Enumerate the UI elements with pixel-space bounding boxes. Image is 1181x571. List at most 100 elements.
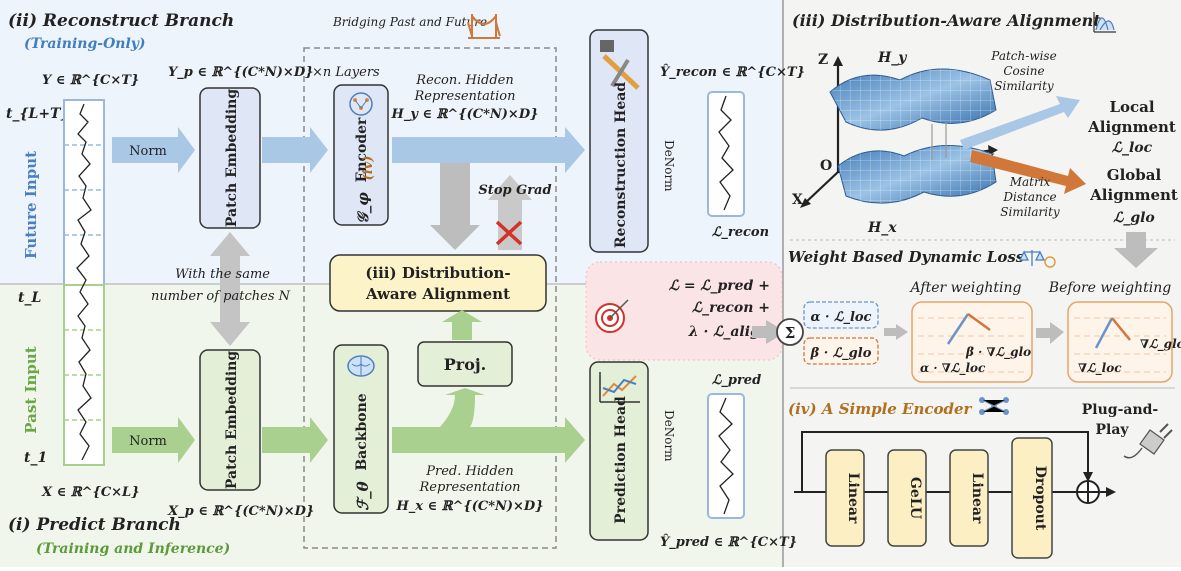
arrow-after-to-terms: [884, 324, 908, 340]
weight-panel-title: Weight Based Dynamic Loss: [788, 248, 1025, 266]
gelu-label: GeLU: [907, 477, 923, 519]
arrow-backbone-predhead: [392, 417, 585, 463]
prediction-head: [589, 361, 649, 541]
residual-connection: [801, 431, 1089, 492]
reconstruct-title: (ii) Reconstruct Branch: [8, 11, 234, 31]
matrix-dist-line1: Matrix: [1009, 175, 1051, 189]
patch-embedding-top: [199, 87, 261, 229]
alignment-box-line1: (iii) Distribution-: [365, 264, 510, 282]
t-l-label: t_L: [18, 290, 41, 306]
norm-arrow-top: [112, 127, 195, 173]
proj-label: Proj.: [444, 355, 487, 374]
encoder-panel-title: (iv) A Simple Encoder: [788, 400, 973, 418]
denorm-bottom: DeNorm: [662, 410, 676, 462]
sigma-node: [776, 318, 804, 346]
norm-label-top: Norm: [129, 144, 167, 159]
backbone-block: [333, 344, 389, 514]
pred-hidden-line1: Pred. Hidden: [425, 464, 513, 479]
recon-hidden-line1: Recon. Hidden: [415, 73, 513, 88]
encoder-block: [333, 84, 389, 226]
loss-recon-label: ℒ_recon: [712, 225, 769, 240]
before-grad-loc: ∇ℒ_loc: [1078, 361, 1122, 376]
stop-grad-arrow: [488, 175, 532, 250]
before-grad-glo: ∇ℒ_glo: [1140, 337, 1181, 352]
patch-cos-line1: Patch-wise: [990, 49, 1056, 63]
arrow-hy-to-align: [430, 163, 480, 250]
matrix-dist-line2: Distance: [1002, 190, 1056, 204]
total-loss-line1: ℒ = ℒ_pred +: [669, 278, 770, 294]
recon-hidden-line2: Representation: [413, 89, 515, 104]
target-icon: [595, 299, 629, 333]
arrow-global: [970, 150, 1086, 194]
pred-head-label: Prediction Head: [613, 396, 629, 524]
patch-embedding-bottom: [199, 349, 261, 491]
hx-label: H_x ∈ ℝ^{(C*N)×D}: [395, 499, 543, 514]
recon-output-series: [707, 91, 745, 217]
beta-glo-label: β · ℒ_glo: [810, 346, 872, 361]
axis-x-label: X: [792, 192, 803, 208]
t-top-label: t_{L+T}: [6, 106, 69, 122]
patch-cos-line2: Cosine: [1003, 64, 1044, 78]
same-patches-arrow: [210, 232, 250, 346]
local-line3: ℒ_loc: [1112, 140, 1153, 156]
distribution-icon: [1093, 12, 1116, 33]
origin-label: O: [820, 158, 832, 174]
xp-label: X_p ∈ ℝ^{(C*N)×D}: [167, 504, 314, 519]
local-line1: Local: [1109, 98, 1154, 116]
y-recon-label: Ŷ_recon ∈ ℝ^{C×T}: [660, 64, 805, 80]
arrow-to-weighting: [1114, 232, 1158, 268]
arrow-pe-encoder: [262, 127, 328, 173]
dropout-label: Dropout: [1032, 466, 1048, 531]
total-loss-line3: λ · ℒ_align: [688, 324, 770, 340]
encoder-network-icon: [349, 92, 373, 116]
after-beta-grad: β · ∇ℒ_glo: [965, 345, 1031, 360]
reconstruct-subtitle: (Training-Only): [24, 36, 146, 52]
before-weighting-box: [1067, 301, 1173, 383]
alpha-loc-label: α · ℒ_loc: [811, 310, 872, 325]
plug-line1: Plug-and-: [1082, 402, 1159, 418]
hy-label: H_y ∈ ℝ^{(C*N)×D}: [391, 107, 539, 122]
loss-pred-label: ℒ_pred: [712, 373, 761, 388]
pred-hidden-line2: Representation: [418, 480, 520, 495]
before-weighting-label: Before weighting: [1048, 280, 1171, 296]
encoder-symbol: 𝒢_φ: [354, 192, 372, 224]
local-line2: Alignment: [1087, 118, 1176, 136]
plug-icon: [1123, 423, 1173, 459]
recon-head-label: Reconstruction Head: [613, 82, 629, 248]
before-grad-glo-arrow: [1111, 317, 1131, 341]
beta-glo-box: [803, 337, 879, 365]
after-alpha-grad: α · ∇ℒ_loc: [920, 361, 986, 376]
stop-grad-x: [495, 220, 523, 246]
same-patches-line1: With the same: [175, 267, 270, 282]
patch-cos-line3: Similarity: [994, 79, 1054, 93]
arrow-sigma-to-loss: [752, 320, 786, 344]
linear-block-2: [949, 449, 989, 547]
patch-embedding-bottom-label: Patch Embedding: [224, 351, 240, 490]
linear-label-2: Linear: [969, 473, 985, 524]
plug-line2: Play: [1095, 422, 1129, 438]
axis-z-label: Z: [818, 52, 828, 68]
t-1-label: t_1: [24, 450, 47, 466]
arrow-before-to-after: [1036, 322, 1064, 344]
backbone-label: Backbone: [354, 393, 370, 470]
hy-surface-label: H_y: [877, 50, 907, 66]
patch-embedding-top-label: Patch Embedding: [224, 89, 240, 228]
alignment-box-line2: Aware Alignment: [365, 285, 510, 303]
sigma-label: Σ: [785, 324, 796, 342]
predict-title: (i) Predict Branch: [8, 515, 181, 535]
gelu-block: [887, 449, 927, 547]
arrow-proj-to-align: [442, 310, 482, 340]
arrow-local: [960, 96, 1080, 150]
y-input-label: Y ∈ ℝ^{C×T}: [42, 73, 139, 88]
total-loss-line2: ℒ_recon +: [692, 300, 770, 316]
same-patches-line2: number of patches N: [151, 289, 291, 304]
alignment-panel-title: (iii) Distribution-Aware Alignment: [792, 11, 1101, 30]
past-input-label: Past Input: [22, 346, 40, 434]
alignment-box: [329, 254, 547, 312]
alpha-loc-box: [803, 301, 879, 329]
linear-label-1: Linear: [845, 473, 861, 524]
after-weighting-label: After weighting: [909, 280, 1022, 296]
network-icon: [979, 397, 1009, 415]
